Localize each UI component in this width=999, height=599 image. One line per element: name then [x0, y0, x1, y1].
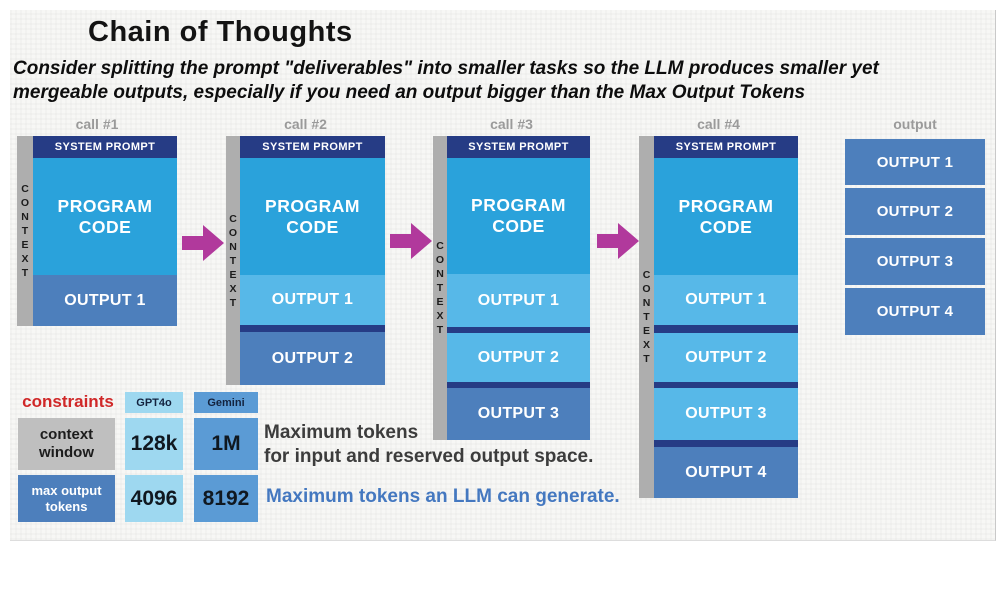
- call-3-context-strip: C O N T E X T: [433, 136, 447, 440]
- output-item: OUTPUT 4: [845, 288, 985, 335]
- subtitle: Consider splitting the prompt "deliverab…: [13, 58, 879, 103]
- output-block: OUTPUT 2: [447, 333, 590, 382]
- call-4-header: call #4: [697, 116, 740, 132]
- arrow-right-icon: [597, 222, 639, 260]
- call-1-header: call #1: [75, 116, 119, 132]
- separator: [240, 325, 385, 332]
- output-block: OUTPUT 2: [240, 332, 385, 385]
- output-item: OUTPUT 1: [845, 139, 985, 185]
- call-3-header: call #3: [490, 116, 533, 132]
- max-output-note: Maximum tokens an LLM can generate.: [266, 486, 620, 507]
- separator: [654, 382, 798, 388]
- output-block: OUTPUT 2: [654, 333, 798, 382]
- separator: [654, 325, 798, 333]
- system-prompt-bar: SYSTEM PROMPT: [33, 136, 177, 158]
- column-header-gemini: Gemini: [194, 392, 258, 413]
- output-block: OUTPUT 1: [33, 275, 177, 326]
- call-1-context-strip: C O N T E X T: [17, 136, 33, 326]
- output-block: OUTPUT 1: [447, 274, 590, 327]
- system-prompt-bar: SYSTEM PROMPT: [654, 136, 798, 158]
- context-window-note: Maximum tokens for input and reserved ou…: [264, 422, 594, 467]
- program-code-block: PROGRAM CODE: [654, 158, 798, 275]
- call-3-block: SYSTEM PROMPT PROGRAM CODE OUTPUT 1 OUTP…: [447, 136, 590, 440]
- constraints-table-title: constraints: [22, 392, 114, 411]
- output-block: OUTPUT 3: [654, 388, 798, 440]
- value-context-window-gemini: 1M: [194, 418, 258, 470]
- call-4-context-strip: C O N T E X T: [639, 136, 654, 498]
- value-max-output-gemini: 8192: [194, 475, 258, 522]
- system-prompt-bar: SYSTEM PROMPT: [447, 136, 590, 158]
- call-2-context-strip: C O N T E X T: [226, 136, 240, 385]
- context-label: C O N T E X T: [435, 240, 445, 336]
- program-code-block: PROGRAM CODE: [33, 158, 177, 275]
- context-label: C O N T E X T: [20, 183, 30, 279]
- call-4-block: SYSTEM PROMPT PROGRAM CODE OUTPUT 1 OUTP…: [654, 136, 798, 498]
- row-label-max-output-tokens: max output tokens: [18, 475, 115, 522]
- page-title: Chain of Thoughts: [88, 16, 353, 48]
- separator: [447, 327, 590, 333]
- output-block: OUTPUT 1: [654, 275, 798, 325]
- system-prompt-bar: SYSTEM PROMPT: [240, 136, 385, 158]
- context-label: C O N T E X T: [228, 212, 238, 309]
- output-block: OUTPUT 4: [654, 447, 798, 498]
- context-label: C O N T E X T: [642, 269, 651, 365]
- output-block: OUTPUT 1: [240, 275, 385, 325]
- call-2-block: SYSTEM PROMPT PROGRAM CODE OUTPUT 1 OUTP…: [240, 136, 385, 385]
- program-code-block: PROGRAM CODE: [240, 158, 385, 275]
- arrow-right-icon: [182, 224, 224, 262]
- separator: [654, 440, 798, 447]
- output-column-header: output: [893, 116, 937, 132]
- call-1-block: SYSTEM PROMPT PROGRAM CODE OUTPUT 1: [33, 136, 177, 326]
- value-context-window-gpt4o: 128k: [125, 418, 183, 470]
- call-2-header: call #2: [284, 116, 327, 132]
- arrow-right-icon: [390, 222, 432, 260]
- output-item: OUTPUT 3: [845, 238, 985, 285]
- program-code-block: PROGRAM CODE: [447, 158, 590, 274]
- row-label-context-window: context window: [18, 418, 115, 470]
- output-block: OUTPUT 3: [447, 388, 590, 440]
- separator: [447, 382, 590, 388]
- output-item: OUTPUT 2: [845, 188, 985, 235]
- value-max-output-gpt4o: 4096: [125, 475, 183, 522]
- column-header-gpt4o: GPT4o: [125, 392, 183, 413]
